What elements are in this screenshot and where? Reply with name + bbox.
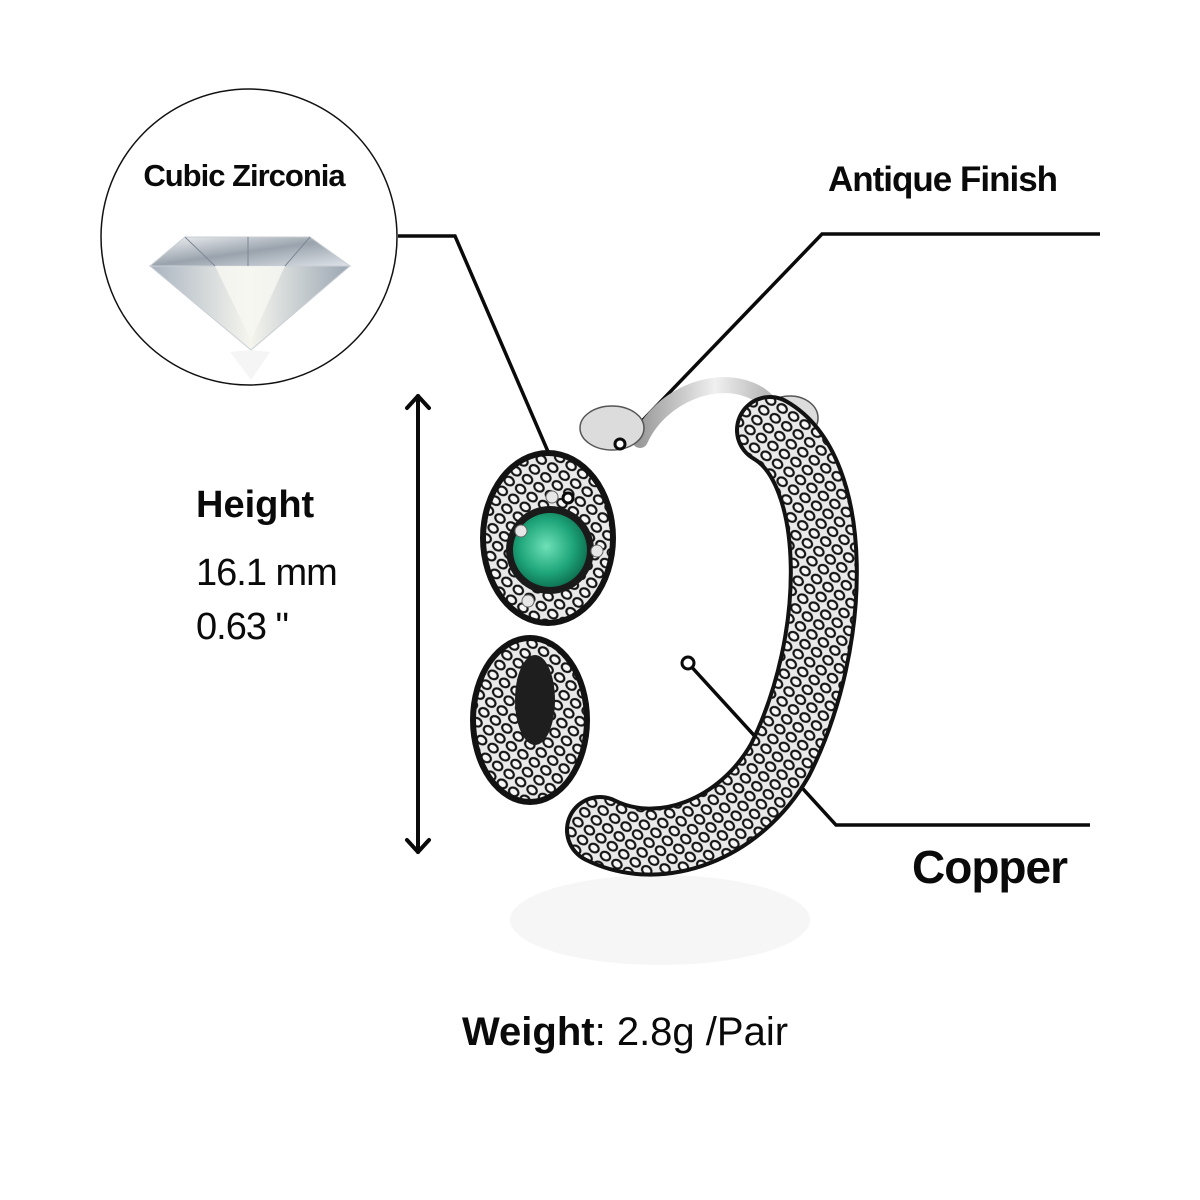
product-earring-image — [470, 377, 859, 965]
finish-leader-line — [618, 232, 1100, 446]
height-inch-value: 0.63 " — [196, 606, 289, 648]
finish-endpoint-dot — [613, 437, 627, 451]
material-label: Copper — [912, 841, 1068, 893]
gemstone-leader-line — [398, 234, 570, 499]
height-arrow-icon — [405, 394, 431, 854]
material-endpoint-dot — [680, 655, 696, 671]
material-leader-line — [686, 661, 1090, 827]
gemstone-callout-circle — [100, 88, 398, 386]
height-label: Height — [196, 484, 315, 526]
leader-endpoints — [561, 437, 696, 671]
weight-line: Weight: 2.8g /Pair — [462, 1010, 788, 1055]
gemstone-endpoint-dot — [561, 491, 575, 505]
height-mm-value: 16.1 mm — [196, 552, 338, 594]
weight-value: 2.8g /Pair — [605, 1010, 789, 1054]
finish-label: Antique Finish — [828, 160, 1058, 199]
diamond-icon — [148, 236, 352, 380]
weight-label: Weight — [462, 1010, 595, 1054]
weight-separator: : — [594, 1010, 606, 1054]
leader-lines — [398, 232, 1100, 827]
gemstone-label: Cubic Zirconia — [143, 158, 345, 193]
